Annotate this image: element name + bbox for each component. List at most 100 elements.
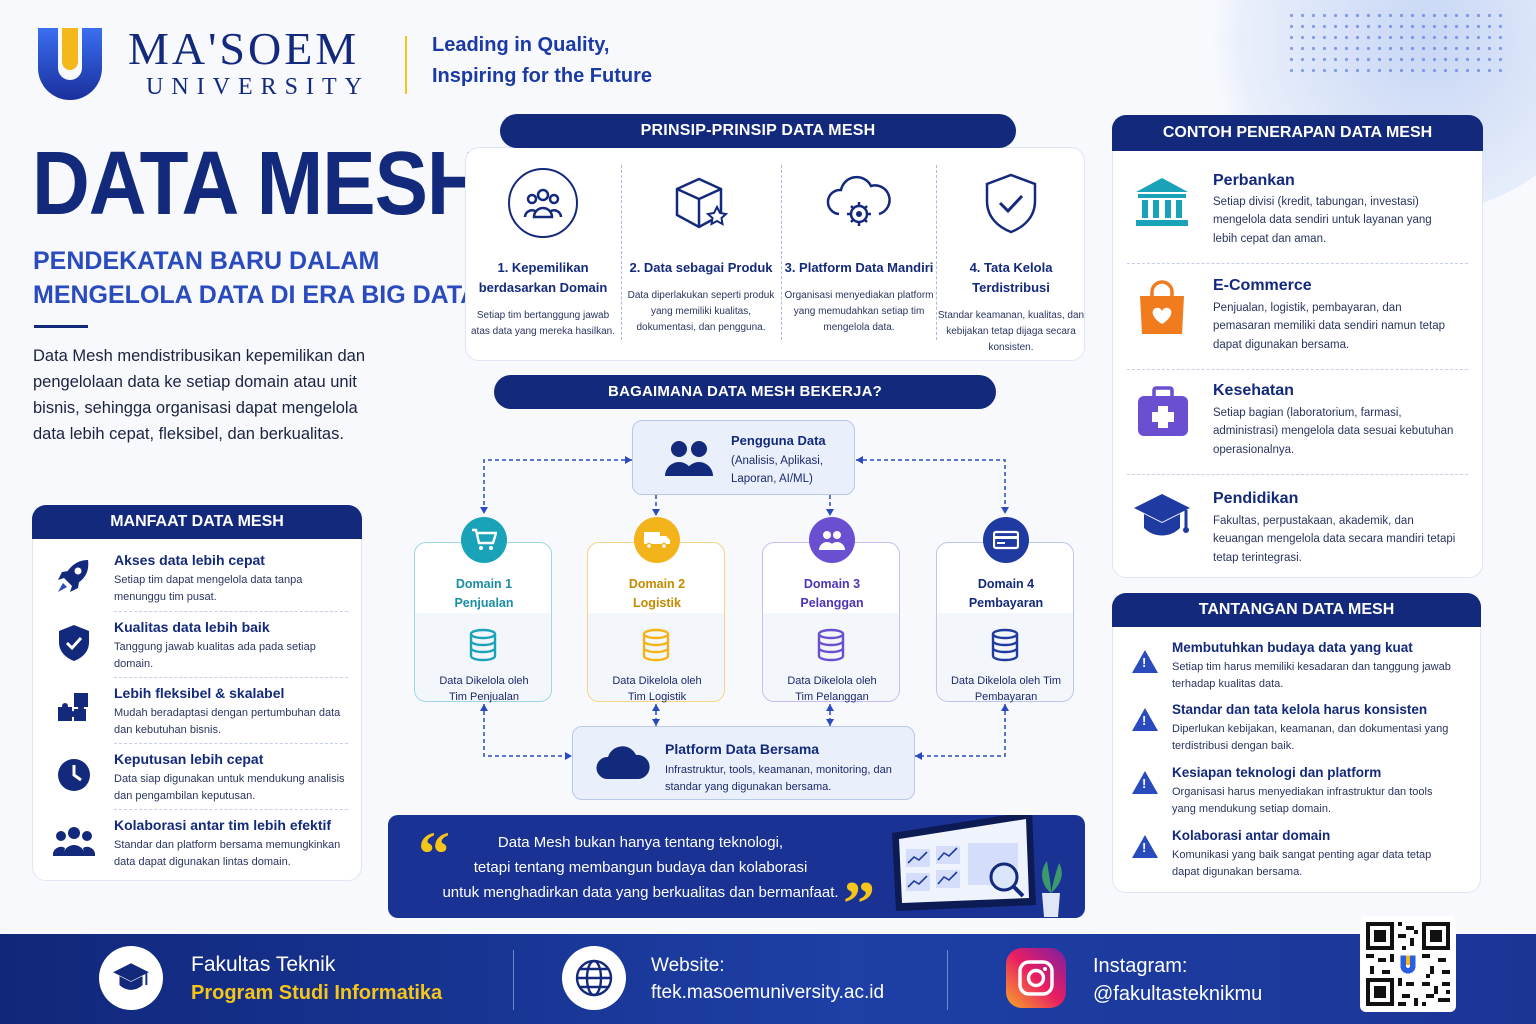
cart-icon — [461, 517, 507, 563]
footer-website-label: Website: — [651, 955, 725, 976]
team-icon — [52, 821, 96, 861]
warning-icon: ! — [1132, 835, 1158, 858]
example-title: E-Commerce — [1213, 277, 1312, 294]
principle-title: 4. Tata Kelola Terdistribusi — [969, 260, 1053, 296]
principle-desc: Standar keamanan, kualitas, dan kebijaka… — [937, 310, 1085, 354]
how-heading: BAGAIMANA DATA MESH BEKERJA? — [494, 375, 996, 409]
challenge-title: Standar dan tata kelola harus konsisten — [1172, 702, 1428, 717]
box-star-icon — [666, 168, 736, 238]
example-title: Kesehatan — [1213, 382, 1294, 399]
instagram-icon[interactable] — [1006, 948, 1066, 1008]
domain-lower — [415, 613, 551, 701]
example-desc: Fakultas, perpustakaan, akademik, dan ke… — [1213, 515, 1456, 564]
footer-divider — [947, 950, 948, 1010]
qr-code[interactable] — [1360, 916, 1456, 1012]
logo — [34, 22, 106, 104]
graduation-cap-icon — [99, 946, 163, 1010]
quote-line-3: untuk menghadirkan data yang berkualitas… — [442, 884, 839, 901]
hero-description: Data Mesh mendistribusikan kepemilikan d… — [33, 347, 365, 444]
benefit-desc: Data siap digunakan untuk mendukung anal… — [114, 773, 345, 803]
clock-icon — [52, 755, 96, 795]
benefit-desc: Setiap tim dapat mengelola data tanpa me… — [114, 574, 303, 604]
benefits-heading: MANFAAT DATA MESH — [32, 505, 362, 539]
graduation-cap-icon — [1132, 492, 1192, 547]
principle-desc: Data diperlakukan seperti produk yang me… — [627, 290, 775, 334]
principle-item: 3. Platform Data Mandiri Organisasi meny… — [783, 160, 935, 336]
users-icon — [663, 439, 715, 482]
footer — [0, 934, 1536, 1024]
truck-icon — [634, 517, 680, 563]
challenge-desc: Setiap tim harus memiliki kesadaran dan … — [1172, 661, 1451, 691]
card-icon — [983, 517, 1029, 563]
principle-item: 1. Kepemilikan berdasarkan Domain Setiap… — [467, 160, 619, 340]
benefit-title: Akses data lebih cepat — [114, 552, 265, 568]
footer-website-link[interactable]: ftek.masoemuniversity.ac.id — [651, 982, 885, 1003]
example-title: Pendidikan — [1213, 490, 1299, 507]
platform-desc: Infrastruktur, tools, keamanan, monitori… — [665, 764, 892, 793]
challenges-heading: TANTANGAN DATA MESH — [1112, 593, 1481, 627]
users-title: Pengguna Data — [731, 433, 826, 448]
domain-card: Domain 1 Penjualan Data Dikelola oleh Ti… — [414, 517, 552, 703]
benefit-title: Lebih fleksibel & skalabel — [114, 685, 285, 701]
domain-card: Domain 4 Pembayaran Data Dikelola oleh T… — [936, 517, 1074, 703]
domain-name: Domain 3 Pelanggan — [800, 577, 864, 611]
principle-title: 1. Kepemilikan berdasarkan Domain — [478, 260, 608, 296]
divider — [621, 165, 622, 340]
brand-sub: UNIVERSITY — [146, 74, 370, 100]
warning-icon: ! — [1132, 708, 1158, 731]
quote-open-icon: “ — [418, 818, 450, 889]
subtitle-underline — [34, 325, 88, 328]
header-divider — [405, 36, 407, 94]
domain-label: Data Dikelola oleh Tim Pelanggan — [787, 674, 877, 704]
benefit-desc: Mudah beradaptasi dengan pertumbuhan dat… — [114, 707, 341, 737]
data-users-box: Pengguna Data (Analisis, Aplikasi, Lapor… — [632, 420, 855, 495]
domain-name: Domain 2 Logistik — [628, 577, 686, 611]
example-desc: Penjualan, logistik, pembayaran, dan pem… — [1213, 302, 1446, 351]
shared-platform-box: Platform Data Bersama Infrastruktur, too… — [572, 726, 915, 800]
challenge-desc: Diperlukan kebijakan, keamanan, dan doku… — [1172, 723, 1449, 753]
domain-label: Data Dikelola oleh Tim Logistik — [612, 674, 702, 704]
example-desc: Setiap divisi (kredit, tabungan, investa… — [1213, 196, 1432, 245]
divider — [114, 809, 348, 810]
benefits-heading-text: MANFAAT DATA MESH — [110, 513, 284, 530]
domain-lower — [588, 613, 724, 701]
users-desc: (Analisis, Aplikasi, Laporan, AI/ML) — [731, 455, 824, 486]
warning-icon: ! — [1132, 650, 1158, 673]
divider — [114, 677, 348, 678]
shield-check-icon — [52, 623, 96, 663]
divider — [1127, 263, 1468, 264]
benefit-item: Lebih fleksibel & skalabel Mudah beradap… — [52, 685, 350, 741]
benefit-desc: Tanggung jawab kualitas ada pada setiap … — [114, 641, 316, 671]
examples-heading: CONTOH PENERAPAN DATA MESH — [1112, 115, 1483, 151]
principle-title: 2. Data sebagai Produk — [629, 260, 773, 275]
footer-instagram-handle[interactable]: @fakultasteknikmu — [1093, 983, 1263, 1005]
puzzle-icon — [52, 689, 96, 729]
benefit-item: Kualitas data lebih baik Tanggung jawab … — [52, 619, 350, 675]
challenge-desc: Organisasi harus menyediakan infrastrukt… — [1172, 786, 1433, 816]
footer-faculty: Fakultas Teknik — [191, 953, 336, 976]
principle-item: 4. Tata Kelola Terdistribusi Standar kea… — [935, 160, 1087, 356]
bank-icon — [1134, 176, 1190, 233]
benefit-desc: Standar dan platform bersama memungkinka… — [114, 839, 341, 869]
shopping-bag-icon — [1136, 280, 1188, 341]
cloud-icon — [595, 745, 651, 786]
divider — [1127, 369, 1468, 370]
team-circle-icon — [508, 168, 578, 238]
domain-label: Data Dikelola oleh Tim Penjualan — [439, 674, 529, 704]
footer-program: Program Studi Informatika — [191, 982, 443, 1004]
principle-item: 2. Data sebagai Produk Data diperlakukan… — [625, 160, 777, 336]
background-dots — [1286, 10, 1506, 80]
database-icon — [641, 628, 671, 667]
benefit-title: Keputusan lebih cepat — [114, 751, 264, 767]
brand-name: MA'SOEM — [128, 23, 360, 74]
principle-desc: Organisasi menyediakan platform yang mem… — [784, 290, 934, 334]
page-title: DATA MESH — [32, 133, 485, 233]
challenge-title: Kolaborasi antar domain — [1172, 828, 1331, 843]
globe-icon — [562, 946, 626, 1010]
rocket-icon — [52, 556, 96, 596]
divider — [1127, 474, 1468, 475]
domain-name: Domain 4 Pembayaran — [968, 577, 1044, 611]
challenges-card — [1112, 595, 1481, 893]
quote-box: “ ” Data Mesh bukan hanya tentang teknol… — [388, 815, 1085, 918]
